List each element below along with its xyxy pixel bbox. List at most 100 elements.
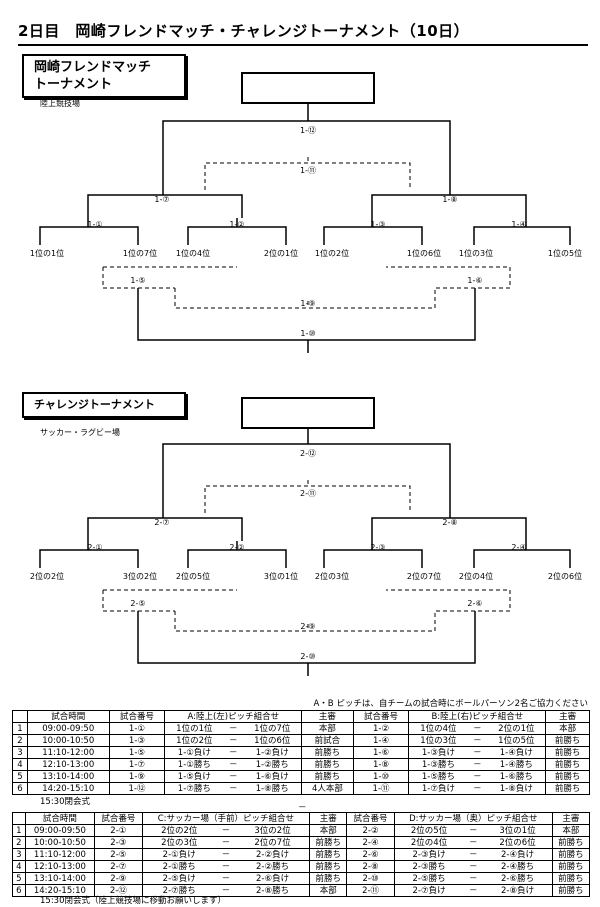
- bracket1-r1-3: 1-③: [370, 220, 385, 229]
- table-cell: 前勝ち: [545, 782, 590, 795]
- bracket2-team-3: 2位の5位: [176, 571, 210, 581]
- table-cell: －: [223, 782, 244, 795]
- table-cell: 1-②: [352, 722, 410, 735]
- table-cell: 1-⑫: [108, 782, 166, 795]
- bracket2-cons-right: 2-⑥: [467, 599, 482, 608]
- table-cell: 09:00-09:50: [26, 722, 110, 735]
- table-cell: 12:10-13:00: [24, 860, 96, 873]
- table-cell: 1-②負け: [243, 746, 302, 759]
- separator-dash: －: [298, 803, 307, 813]
- table1-header-cell: 主審: [301, 710, 354, 723]
- bracket1-final-label: 1-⑫: [300, 126, 316, 135]
- table-cell: 2-⑧: [346, 860, 395, 873]
- table-cell: 1-④: [352, 734, 410, 747]
- table-cell: 2-④: [346, 836, 395, 849]
- table-cell: 1-⑧勝ち: [243, 782, 302, 795]
- table-cell: 2-②: [346, 824, 395, 837]
- table-cell: 1: [12, 824, 26, 837]
- bracket2: 2-⑫ 2-⑪ 2-⑦ 2-⑧ 2-① 2-② 2-③ 2-④ 2位の2位 3位…: [30, 397, 582, 676]
- table-cell: －: [215, 848, 236, 861]
- table-cell: 2-③勝ち: [394, 860, 464, 873]
- table1-header-cell: A:陸上(左)ピッチ組合せ: [164, 710, 303, 723]
- table-cell: 1位の3位: [408, 734, 468, 747]
- table2-header-cell: 主審: [551, 812, 591, 825]
- bracket1-r1-2: 1-②: [229, 220, 244, 229]
- table-cell: 1-①負け: [164, 746, 224, 759]
- table-cell: 2-⑦勝ち: [142, 884, 216, 897]
- table-cell: 1-⑧負け: [487, 782, 546, 795]
- table-cell: －: [215, 824, 236, 837]
- bracket2-r1-1: 2-①: [87, 543, 102, 552]
- table1-header-cell: 試合番号: [352, 710, 410, 723]
- table-cell: 前勝ち: [551, 860, 591, 873]
- bracket2-team-1: 2位の2位: [30, 571, 64, 581]
- bracket2-r1-4: 2-④: [511, 543, 526, 552]
- table-cell: 09:00-09:50: [24, 824, 96, 837]
- table2-header-cell: 試合時間: [24, 812, 96, 825]
- table-cell: －: [463, 884, 484, 897]
- table-cell: 1-⑪: [352, 782, 410, 795]
- bracket1-cons-third: 1-⑩: [300, 329, 315, 338]
- table-cell: 2: [12, 734, 28, 747]
- bracket1-cons-right: 1-⑥: [467, 276, 482, 285]
- table-cell: 2位の4位: [394, 836, 464, 849]
- bracket2-team-2: 3位の2位: [123, 571, 157, 581]
- table-cell: 2-⑤: [94, 848, 143, 861]
- bracket2-team-5: 2位の3位: [315, 571, 349, 581]
- table-cell: 3: [12, 746, 28, 759]
- table-cell: 2-④勝ち: [483, 860, 553, 873]
- bracket1-team-2: 1位の7位: [123, 248, 157, 258]
- table-cell: －: [463, 824, 484, 837]
- tournament1-venue: 陸上競技場: [40, 99, 80, 108]
- table-cell: －: [467, 782, 488, 795]
- table-cell: 2-⑤負け: [142, 872, 216, 885]
- table-cell: 2位の3位: [142, 836, 216, 849]
- table-cell: 1位の1位: [164, 722, 224, 735]
- table-cell: 5: [12, 872, 26, 885]
- table-cell: 本部: [309, 824, 348, 837]
- table-cell: 前勝ち: [309, 848, 348, 861]
- bracket2-team-7: 2位の4位: [459, 571, 493, 581]
- table-cell: 2位の5位: [394, 824, 464, 837]
- tournament1-name-line1: 岡崎フレンドマッチ: [34, 60, 152, 75]
- table-cell: 2-⑧負け: [483, 884, 553, 897]
- table-cell: 1位の7位: [243, 722, 302, 735]
- table-cell: 1-①勝ち: [164, 758, 224, 771]
- page-title: 2日目 岡崎フレンドマッチ・チャレンジトーナメント（10日）: [18, 20, 588, 46]
- bracket2-champion-box: [241, 397, 375, 429]
- table-cell: 本部: [551, 824, 591, 837]
- table-cell: 10:00-10:50: [24, 836, 96, 849]
- bracket1-team-5: 1位の2位: [315, 248, 349, 258]
- table-cell: 1-⑥勝ち: [487, 770, 546, 783]
- bracket1-team-3: 1位の4位: [176, 248, 210, 258]
- table-cell: －: [223, 770, 244, 783]
- tournament1-name-line2: トーナメント: [34, 77, 113, 92]
- table-cell: 2-⑥勝ち: [483, 872, 553, 885]
- table-cell: 前勝ち: [301, 758, 354, 771]
- table-cell: 5: [12, 770, 28, 783]
- table-cell: 前勝ち: [545, 770, 590, 783]
- bracket2-cons-left: 2-⑤: [130, 599, 145, 608]
- table-cell: 1-③負け: [408, 746, 468, 759]
- table-cell: 1位の2位: [164, 734, 224, 747]
- table-cell: 6: [12, 782, 28, 795]
- bracket1-third-label: 1-⑪: [300, 166, 316, 175]
- bracket1-cons-left: 1-⑤: [130, 276, 145, 285]
- table-cell: 2-④負け: [483, 848, 553, 861]
- table-cell: 1-①: [108, 722, 166, 735]
- table-cell: 前勝ち: [301, 770, 354, 783]
- table-cell: 前勝ち: [545, 746, 590, 759]
- table-cell: －: [463, 872, 484, 885]
- table-cell: 13:10-14:00: [24, 872, 96, 885]
- table-cell: 前勝ち: [545, 758, 590, 771]
- bracket2-team-6: 2位の7位: [407, 571, 441, 581]
- bracket2-cons-final: 2-⑨: [300, 622, 315, 631]
- table-cell: 前勝ち: [301, 746, 354, 759]
- table-cell: －: [215, 860, 236, 873]
